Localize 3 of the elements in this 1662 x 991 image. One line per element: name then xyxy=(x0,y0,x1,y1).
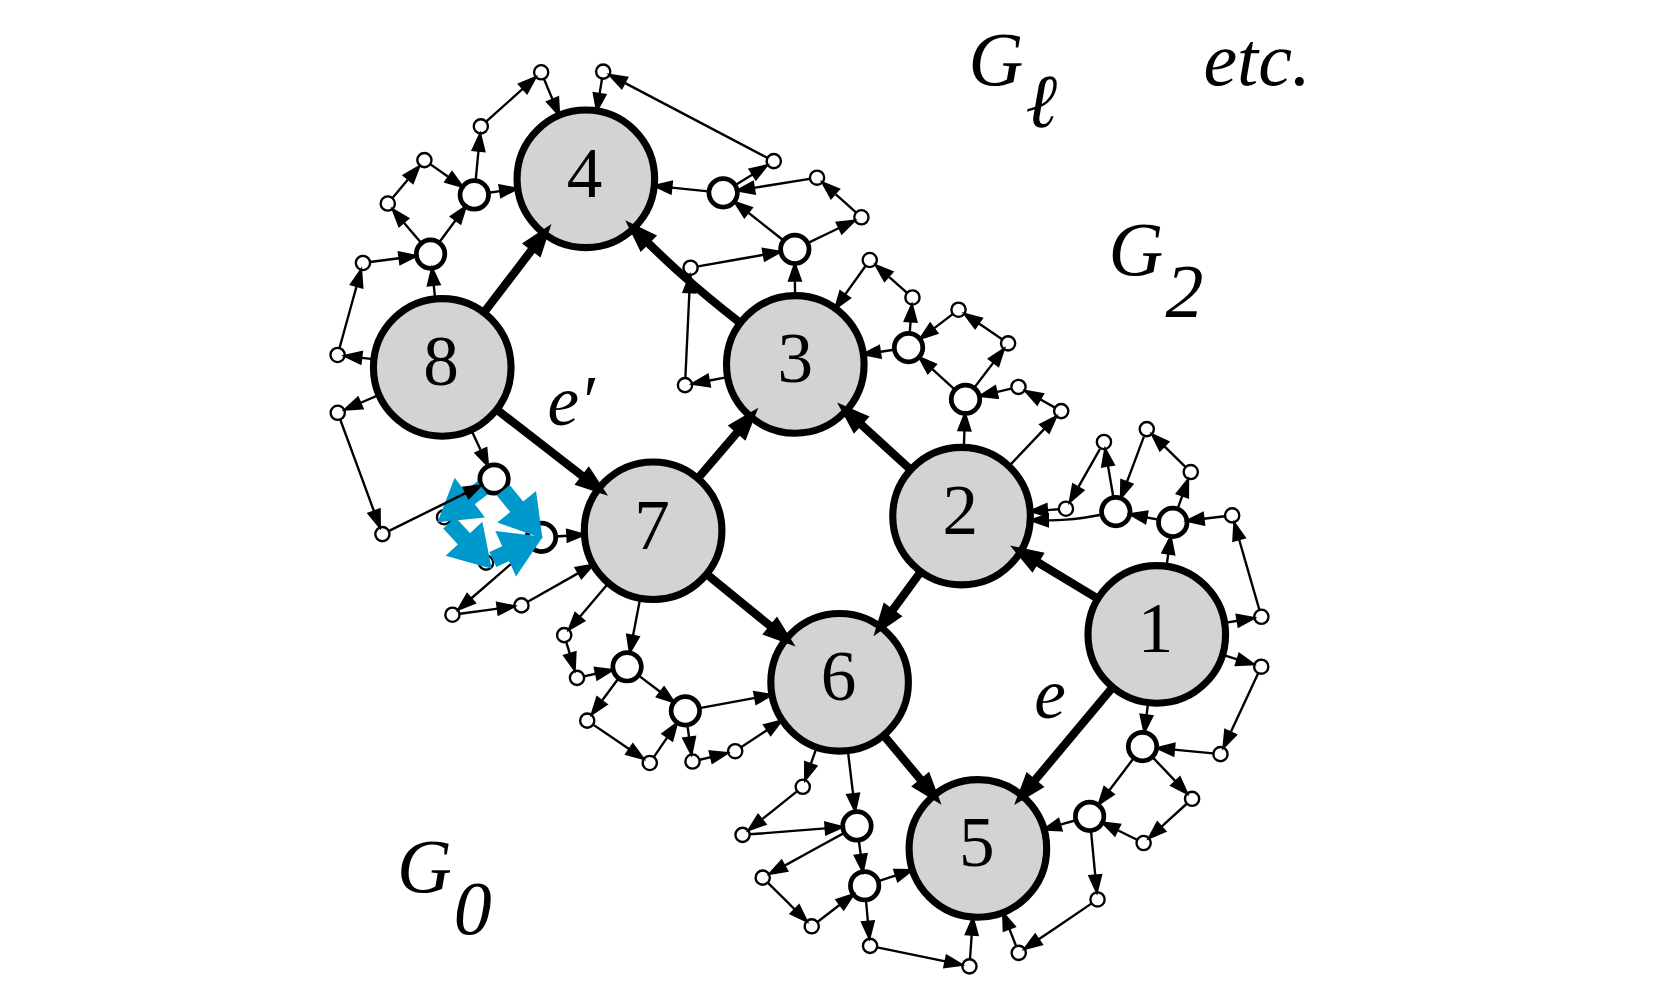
edge-label: e′ xyxy=(547,362,595,441)
edge-label: e xyxy=(1034,654,1066,733)
label: etc. xyxy=(1203,17,1311,102)
